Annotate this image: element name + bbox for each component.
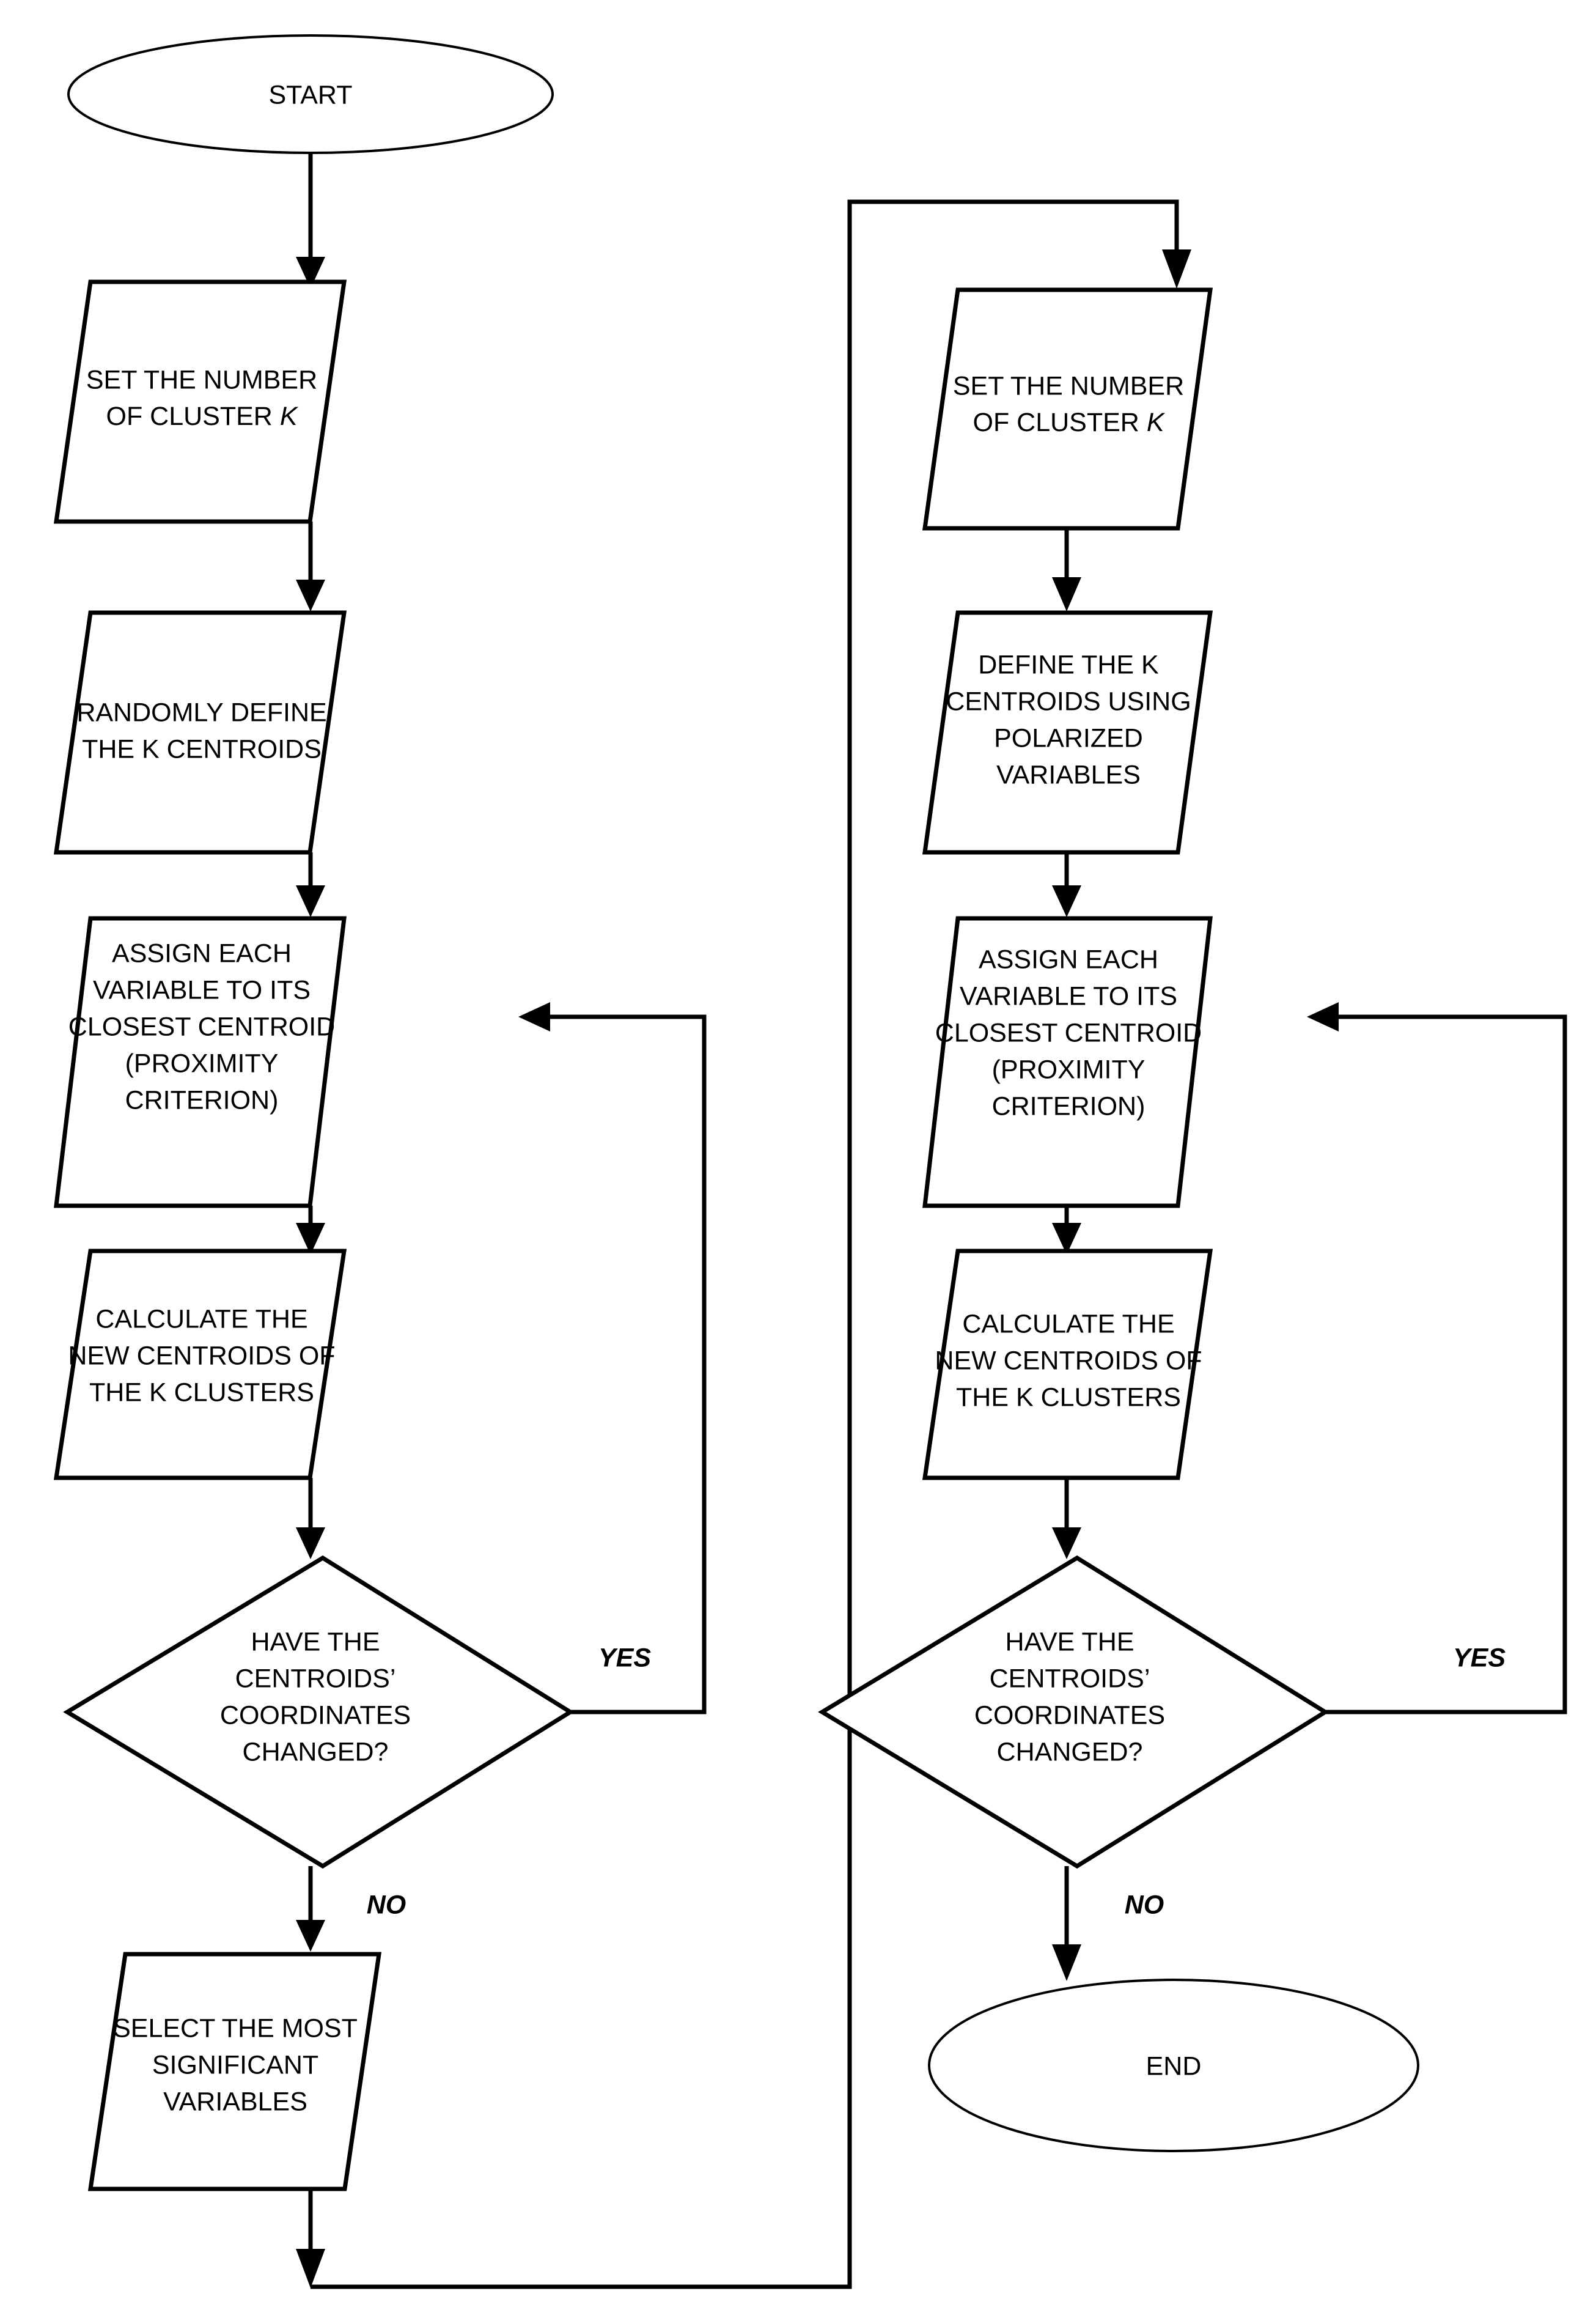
left-decision-line-4: CHANGED? — [243, 1737, 389, 1766]
right-assign-line-1: ASSIGN EACH — [979, 945, 1158, 974]
right-decision-diamond — [818, 1555, 1329, 1869]
node-right-set-k[interactable]: SET THE NUMBER OF CLUSTER K — [922, 287, 1213, 531]
arrowhead-right-assign-to-calculate — [1052, 1223, 1081, 1255]
node-left-assign[interactable]: ASSIGN EACH VARIABLE TO ITS CLOSEST CENT… — [54, 916, 347, 1208]
node-start[interactable]: START — [67, 34, 554, 154]
node-left-decision[interactable]: HAVE THE CENTROIDS’ COORDINATES CHANGED? — [63, 1555, 575, 1869]
left-random-centroids-line-1: RANDOMLY DEFINE — [76, 698, 326, 727]
left-random-centroids-parallelogram — [53, 610, 347, 855]
arrowhead-left-set-k-to-random — [296, 580, 325, 611]
right-calculate-line-3: THE K CLUSTERS — [956, 1382, 1181, 1412]
left-assign-line-1: ASSIGN EACH — [112, 939, 292, 968]
left-set-k-line-2-text: OF CLUSTER — [106, 402, 280, 431]
connector-layer — [296, 154, 1567, 2289]
left-random-centroids-line-2: THE K CENTROIDS — [82, 734, 322, 764]
edge-left-decision-yes-loop — [550, 1014, 707, 1714]
right-calculate-line-1: CALCULATE THE — [962, 1309, 1174, 1338]
left-calculate-line-3: THE K CLUSTERS — [89, 1378, 314, 1407]
node-left-random-centroids[interactable]: RANDOMLY DEFINE THE K CENTROIDS — [53, 610, 347, 855]
arrowhead-to-right-set-k — [1162, 249, 1191, 289]
edge-label-right-yes: YES — [1453, 1643, 1506, 1672]
start-ellipse — [67, 34, 554, 154]
right-assign-line-4: (PROXIMITY — [992, 1055, 1146, 1084]
left-assign-line-2: VARIABLE TO ITS — [93, 975, 311, 1005]
right-set-k-line-2: OF CLUSTER K — [973, 408, 1166, 437]
arrowhead-right-decision-no-to-end — [1052, 1944, 1081, 1981]
left-select-line-1: SELECT THE MOST — [113, 2013, 358, 2043]
right-decision-line-3: COORDINATES — [974, 1700, 1165, 1730]
right-set-k-italic-k: K — [1147, 408, 1166, 437]
right-define-centroids-line-4: VARIABLES — [996, 760, 1141, 789]
left-calculate-parallelogram — [53, 1249, 347, 1480]
right-set-k-line-1: SET THE NUMBER — [953, 371, 1184, 400]
right-define-centroids-parallelogram — [922, 610, 1213, 855]
arrowhead-left-decision-yes-loop — [518, 1002, 550, 1031]
left-calculate-line-2: NEW CENTROIDS OF — [68, 1341, 335, 1370]
arrowhead-left-decision-no-to-select — [296, 1920, 325, 1952]
node-right-decision[interactable]: HAVE THE CENTROIDS’ COORDINATES CHANGED? — [818, 1555, 1329, 1869]
right-set-k-line-2-text: OF CLUSTER — [973, 408, 1147, 437]
edge-label-left-no: NO — [367, 1890, 406, 1919]
arrowhead-left-assign-to-calculate — [296, 1223, 325, 1255]
arrowhead-left-calculate-to-decision — [296, 1527, 325, 1559]
edge-left-select-to-right-set-k — [311, 199, 1179, 2289]
left-decision-line-1: HAVE THE — [251, 1627, 380, 1656]
edge-right-decision-yes-loop — [1325, 1014, 1567, 1714]
node-right-assign[interactable]: ASSIGN EACH VARIABLE TO ITS CLOSEST CENT… — [922, 916, 1213, 1208]
left-select-parallelogram — [87, 1952, 382, 2191]
right-calculate-line-2: NEW CENTROIDS OF — [935, 1346, 1202, 1375]
left-assign-line-5: CRITERION) — [125, 1085, 279, 1115]
left-select-line-3: VARIABLES — [163, 2087, 307, 2116]
node-left-select[interactable]: SELECT THE MOST SIGNIFICANT VARIABLES — [87, 1952, 382, 2191]
node-left-calculate[interactable]: CALCULATE THE NEW CENTROIDS OF THE K CLU… — [53, 1249, 347, 1480]
left-set-k-italic-k: K — [280, 402, 299, 431]
arrowhead-start-to-left-set-k — [296, 257, 325, 289]
left-decision-diamond — [63, 1555, 575, 1869]
end-label: END — [1146, 2051, 1202, 2081]
node-right-calculate[interactable]: CALCULATE THE NEW CENTROIDS OF THE K CLU… — [922, 1249, 1213, 1480]
right-assign-line-3: CLOSEST CENTROID — [935, 1018, 1202, 1047]
left-set-k-parallelogram — [53, 279, 347, 524]
node-end[interactable]: END — [928, 1979, 1419, 2152]
right-assign-parallelogram — [922, 916, 1213, 1208]
right-decision-line-1: HAVE THE — [1005, 1627, 1134, 1656]
edge-label-left-yes: YES — [598, 1643, 651, 1672]
left-set-k-line-1: SET THE NUMBER — [86, 365, 317, 394]
node-left-set-k[interactable]: SET THE NUMBER OF CLUSTER K — [53, 279, 347, 524]
arrowhead-left-random-to-assign — [296, 885, 325, 917]
start-label: START — [269, 80, 353, 109]
left-decision-line-2: CENTROIDS’ — [235, 1664, 396, 1693]
arrowhead-right-calculate-to-decision — [1052, 1527, 1081, 1559]
left-select-line-2: SIGNIFICANT — [152, 2050, 318, 2079]
right-decision-line-4: CHANGED? — [997, 1737, 1143, 1766]
edge-label-right-no: NO — [1125, 1890, 1164, 1919]
left-assign-parallelogram — [54, 916, 347, 1208]
end-ellipse — [928, 1979, 1419, 2152]
left-calculate-line-1: CALCULATE THE — [95, 1304, 307, 1334]
left-set-k-line-2: OF CLUSTER K — [106, 402, 299, 431]
left-assign-line-3: CLOSEST CENTROID — [68, 1012, 335, 1041]
right-define-centroids-line-3: POLARIZED — [994, 723, 1143, 753]
right-define-centroids-line-2: CENTROIDS USING — [946, 687, 1191, 716]
left-decision-line-3: COORDINATES — [220, 1700, 411, 1730]
arrowhead-left-select-down — [296, 2249, 325, 2288]
right-define-centroids-line-1: DEFINE THE K — [978, 650, 1159, 679]
arrowhead-right-decision-yes-loop — [1307, 1002, 1339, 1031]
right-assign-line-5: CRITERION) — [992, 1091, 1146, 1121]
arrowhead-right-set-k-to-define — [1052, 577, 1081, 611]
right-decision-line-2: CENTROIDS’ — [990, 1664, 1150, 1693]
right-assign-line-2: VARIABLE TO ITS — [960, 981, 1177, 1011]
left-assign-line-4: (PROXIMITY — [125, 1049, 279, 1078]
node-right-define-centroids[interactable]: DEFINE THE K CENTROIDS USING POLARIZED V… — [922, 610, 1213, 855]
arrowhead-right-define-to-assign — [1052, 885, 1081, 917]
right-set-k-parallelogram — [922, 287, 1213, 531]
right-calculate-parallelogram — [922, 1249, 1213, 1480]
